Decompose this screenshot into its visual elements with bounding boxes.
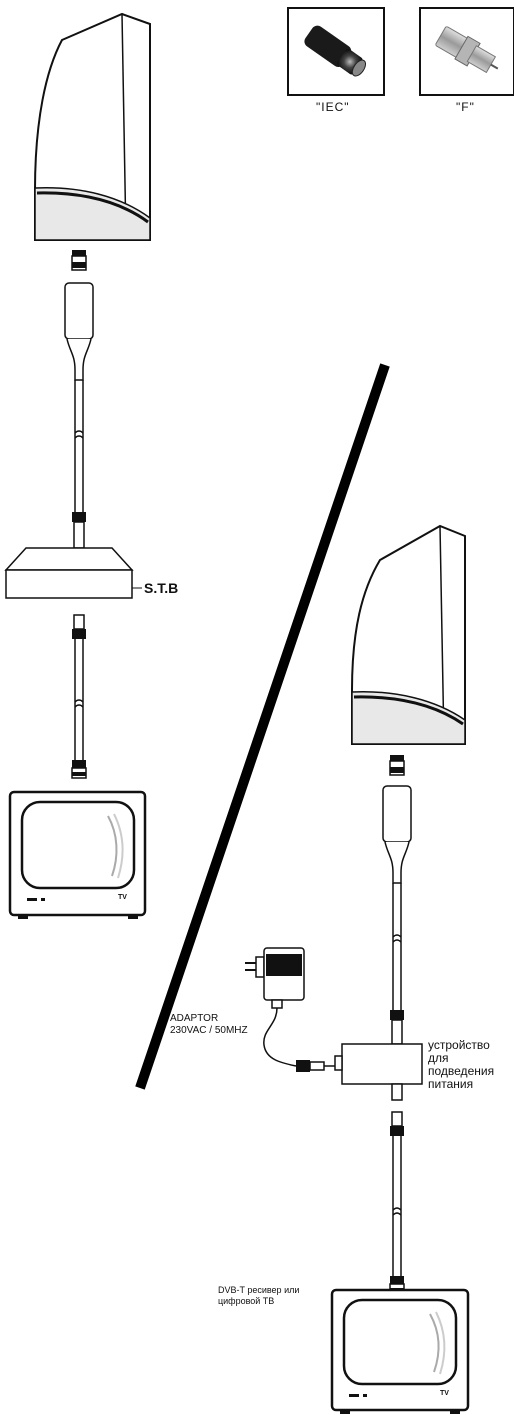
receiver-label-line-2: цифровой ТВ (218, 1296, 275, 1306)
inserter-label-line-4: питания (428, 1077, 474, 1091)
stb-box (4, 547, 142, 599)
iec-connector-label: "IEC" (316, 100, 350, 114)
cable-b-lower (389, 1111, 405, 1295)
adaptor-label-line-2: 230VAC / 50MHZ (170, 1025, 248, 1036)
inserter-label: устройство для подведения питания (428, 1039, 494, 1091)
tv-b (330, 1288, 470, 1414)
receiver-label-line-1: DVB-T ресивер или (218, 1285, 300, 1295)
inserter-label-line-1: устройство (428, 1038, 490, 1052)
inserter-label-line-3: подведения (428, 1064, 495, 1078)
adaptor-label: ADAPTOR 230VAC / 50MHZ (170, 1013, 248, 1037)
power-adaptor (245, 947, 335, 1072)
power-inserter (334, 1043, 423, 1101)
inserter-label-line-2: для (428, 1051, 449, 1065)
antenna-b (351, 524, 466, 745)
f-connector-photo (419, 7, 514, 96)
cable-a-lower (71, 614, 87, 779)
cable-a-upper (64, 250, 94, 549)
f-connector-label: "F" (456, 100, 475, 114)
tv-a (8, 790, 147, 919)
adaptor-label-line-1: ADAPTOR (170, 1013, 219, 1024)
divider-line (135, 363, 390, 1090)
tv-a-badge: TV (118, 894, 127, 901)
stb-label: S.T.B (144, 580, 179, 596)
cable-b-upper (382, 755, 412, 1045)
iec-connector-photo (287, 7, 385, 96)
tv-b-badge: TV (440, 1390, 449, 1397)
receiver-label: DVB-T ресивер или цифровой ТВ (218, 1285, 299, 1307)
antenna-a (34, 12, 151, 241)
